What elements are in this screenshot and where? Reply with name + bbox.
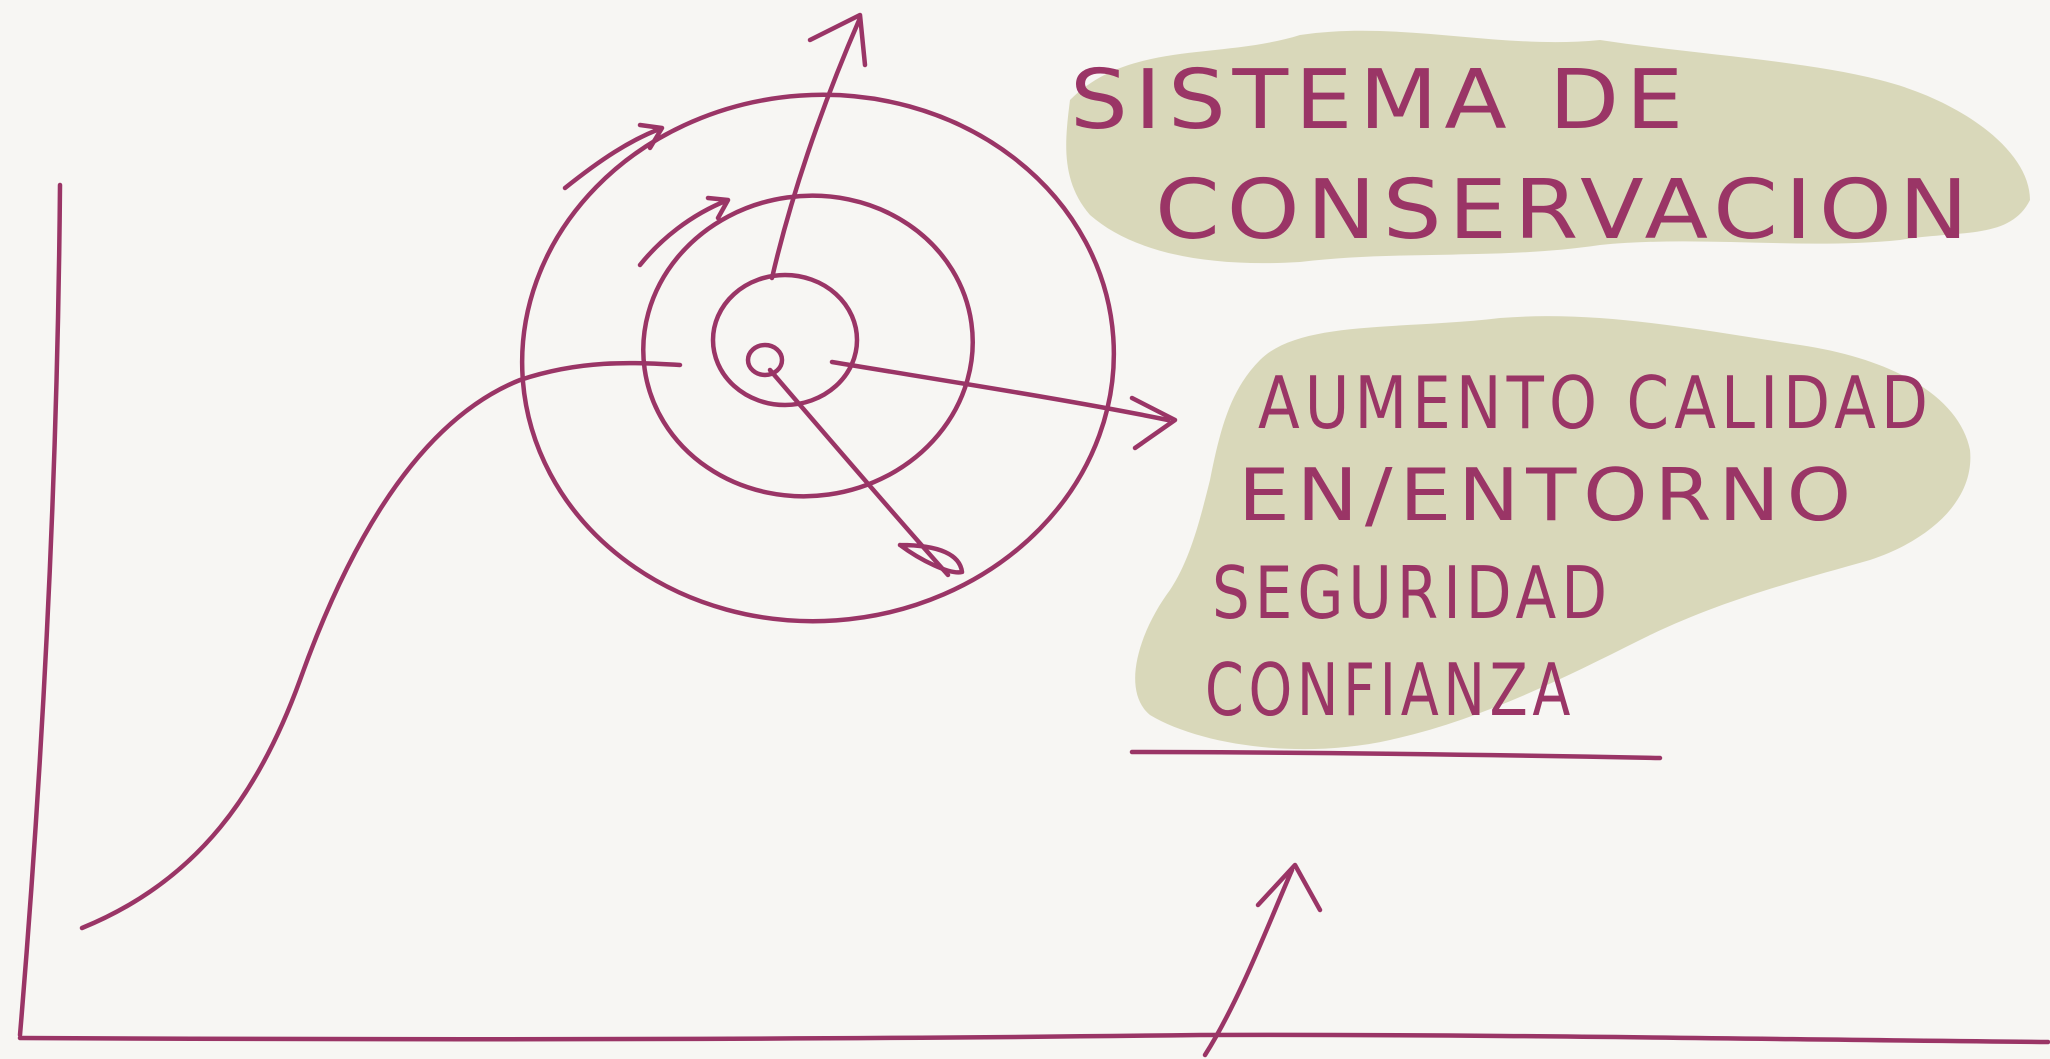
title-line-2: CONSERVACION — [1155, 163, 1975, 258]
graph-axes — [17, 182, 2050, 1045]
arrow-up — [769, 12, 868, 281]
arrow-right — [829, 359, 1178, 451]
target-rings — [519, 92, 1117, 624]
benefits-highlight — [1135, 316, 1971, 750]
benefit-line-4: CONFIANZA — [1205, 648, 1575, 732]
arrow-down-right — [767, 367, 965, 578]
benefit-line-1: AUMENTO CALIDAD — [1258, 361, 1933, 445]
rotation-arrow-outer — [562, 122, 665, 191]
benefit-line-2: EN/ENTORNO — [1238, 453, 1858, 537]
benefits-underline — [1129, 749, 1663, 761]
growth-curve — [79, 360, 683, 931]
arrow-to-benefits — [1202, 862, 1323, 1058]
rotation-arrow-inner — [637, 195, 731, 268]
benefit-line-3: SEGURIDAD — [1212, 551, 1612, 635]
title-highlight — [1066, 30, 2030, 264]
title-line-1: SISTEMA DE — [1070, 53, 1690, 148]
